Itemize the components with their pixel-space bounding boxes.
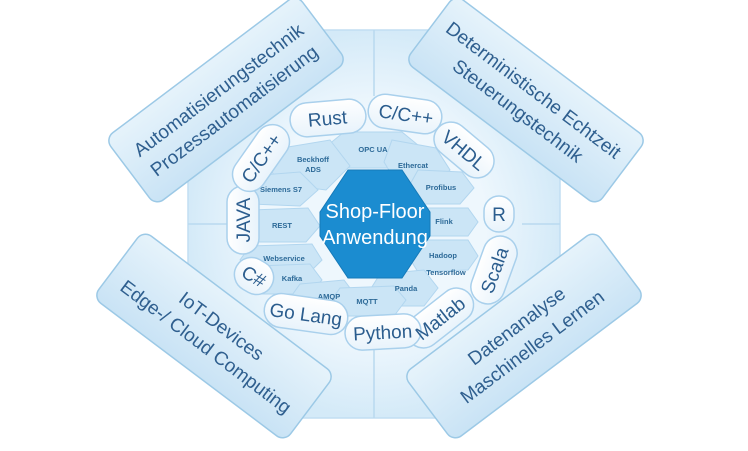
protocol-labels: OPC UA Beckhoff ADS Ethercat Siemens S7 …: [260, 145, 466, 306]
language-pills: [226, 93, 518, 351]
center-hexagon: [319, 169, 431, 279]
pill-vhdl: [433, 121, 495, 179]
pill-r: [483, 195, 515, 233]
protocol-ring: [239, 131, 479, 317]
protocol-hadoop: Hadoop: [429, 251, 457, 260]
lang-java: JAVA: [234, 197, 255, 242]
lang-python: Python: [353, 321, 413, 345]
center-title-line2: Anwendung: [322, 227, 428, 249]
protocol-mqtt: MQTT: [356, 297, 378, 306]
pill-csharp: [233, 256, 275, 296]
protocol-siemens: Siemens S7: [260, 185, 302, 194]
protocol-tensorflow: Tensorflow: [426, 268, 466, 277]
protocol-panda: Panda: [395, 284, 418, 293]
protocol-kafka: Kafka: [282, 274, 303, 283]
protocol-opcua: OPC UA: [358, 145, 388, 154]
pill-python: [344, 313, 422, 351]
pill-golang: [263, 292, 349, 336]
protocol-flink: Flink: [435, 217, 453, 226]
lang-rust: Rust: [307, 107, 348, 131]
protocol-beckhoff-line1: Beckhoff: [297, 155, 330, 164]
pill-cpp-top: [367, 93, 443, 135]
pill-scala: [470, 235, 518, 305]
pill-rust: [289, 98, 367, 138]
protocol-profibus: Profibus: [426, 183, 456, 192]
center-title-line1: Shop-Floor: [326, 201, 425, 223]
protocol-rest: REST: [272, 221, 292, 230]
protocol-amqp: AMQP: [318, 292, 341, 301]
protocol-webservice: Webservice: [263, 254, 305, 263]
pill-cpp-left: [231, 123, 291, 193]
protocol-beckhoff-line2: ADS: [305, 165, 321, 174]
lang-r: R: [492, 205, 506, 226]
protocol-ethercat: Ethercat: [398, 161, 429, 170]
